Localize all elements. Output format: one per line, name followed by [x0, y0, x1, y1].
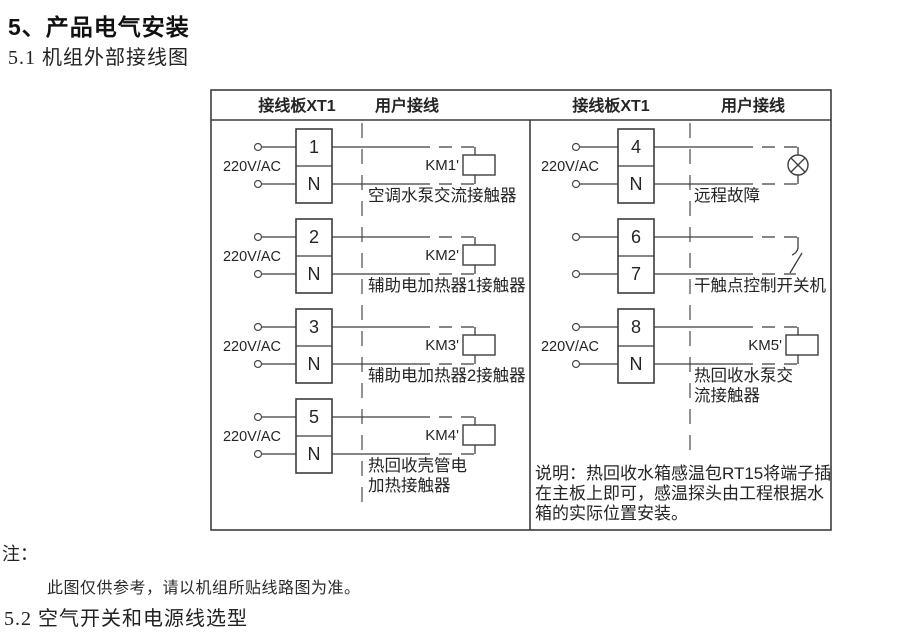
terminal-dot-icon — [253, 142, 263, 152]
diagram-note-line: 在主板上即可，感温探头由工程根据水 — [535, 484, 824, 503]
terminal-dot-icon — [253, 412, 263, 422]
contactor-coil-icon — [462, 147, 496, 184]
terminal-dot-icon — [571, 322, 581, 332]
circuit-caption: 辅助电加热器1接触器 — [368, 276, 526, 295]
circuit-block-3: 220V/AC 3 N KM3' 辅助电加热器2接触器 — [223, 308, 526, 385]
device-label: KM2' — [425, 247, 459, 264]
terminal-number: 2 — [309, 227, 319, 247]
circuit-block-5: 220V/AC 5 N KM4' 热回收壳管电 加热接触器 — [223, 398, 496, 495]
terminal-dot-icon — [253, 179, 263, 189]
voltage-label: 220V/AC — [223, 339, 281, 355]
terminal-number: N — [630, 354, 643, 374]
circuit-block-6-7: 6 7 干触点控制开关机 — [571, 218, 827, 295]
note-text: 此图仅供参考，请以机组所贴线路图为准。 — [47, 580, 361, 597]
circuit-caption: 热回收水泵交 — [694, 366, 793, 385]
wiring-diagram: 接线板XT1 用户接线 接线板XT1 用户接线 220V/AC 1 N KM1'… — [210, 89, 832, 531]
section-5-1-heading: 5.1 机组外部接线图 — [8, 47, 189, 69]
terminal-number: 8 — [631, 317, 641, 337]
terminal-number: 4 — [631, 137, 641, 157]
circuit-caption: 空调水泵交流接触器 — [368, 186, 517, 205]
terminal-dot-icon — [571, 179, 581, 189]
terminal-number: N — [308, 174, 321, 194]
voltage-label: 220V/AC — [223, 429, 281, 445]
voltage-label: 220V/AC — [223, 159, 281, 175]
circuit-caption: 流接触器 — [694, 386, 761, 405]
terminal-dot-icon — [253, 232, 263, 242]
device-label: KM3' — [425, 337, 459, 354]
terminal-dot-icon — [253, 269, 263, 279]
terminal-number: 5 — [309, 407, 319, 427]
right-user-header: 用户接线 — [721, 96, 785, 115]
diagram-border — [210, 89, 832, 531]
terminal-number: N — [308, 264, 321, 284]
terminal-dot-icon — [571, 269, 581, 279]
device-label: KM4' — [425, 427, 459, 444]
left-user-header: 用户接线 — [375, 96, 439, 115]
device-label: KM1' — [425, 157, 459, 174]
section-5-2-heading: 5.2 空气开关和电源线选型 — [4, 608, 248, 630]
circuit-caption: 加热接触器 — [368, 476, 451, 495]
right-terminal-header: 接线板XT1 — [572, 96, 649, 115]
circuit-caption: 干触点控制开关机 — [694, 276, 827, 295]
voltage-label: 220V/AC — [541, 159, 599, 175]
voltage-label: 220V/AC — [541, 339, 599, 355]
contactor-coil-icon — [785, 327, 819, 364]
terminal-dot-icon — [571, 232, 581, 242]
diagram-note: 说明：热回收水箱感温包RT15将端子插 在主板上即可，感温探头由工程根据水 箱的… — [535, 464, 831, 523]
page-title: 5、产品电气安装 — [8, 14, 190, 40]
diagram-note-line: 说明：热回收水箱感温包RT15将端子插 — [535, 464, 831, 483]
terminal-dot-icon — [253, 449, 263, 459]
left-terminal-header: 接线板XT1 — [258, 96, 335, 115]
terminal-number: N — [308, 354, 321, 374]
circuit-block-2: 220V/AC 2 N KM2' 辅助电加热器1接触器 — [223, 218, 526, 295]
terminal-number: 3 — [309, 317, 319, 337]
lamp-icon — [787, 147, 809, 184]
circuit-caption: 辅助电加热器2接触器 — [368, 366, 526, 385]
terminal-dot-icon — [571, 359, 581, 369]
terminal-number: 1 — [309, 137, 319, 157]
circuit-caption: 远程故障 — [694, 186, 760, 205]
terminal-number: N — [630, 174, 643, 194]
terminal-dot-icon — [253, 359, 263, 369]
circuit-caption: 热回收壳管电 — [368, 456, 467, 475]
terminal-dot-icon — [253, 322, 263, 332]
contactor-coil-icon — [462, 327, 496, 364]
voltage-label: 220V/AC — [223, 249, 281, 265]
terminal-number: 6 — [631, 227, 641, 247]
dry-contact-switch-icon — [789, 237, 803, 274]
device-label: KM5' — [748, 337, 782, 354]
terminal-dot-icon — [571, 142, 581, 152]
circuit-block-1: 220V/AC 1 N KM1' 空调水泵交流接触器 — [223, 128, 517, 205]
circuit-block-8: 220V/AC 8 N KM5' 热回收水泵交 流接触器 — [541, 308, 819, 405]
circuit-block-4: 220V/AC 4 N 远程故障 — [541, 128, 809, 205]
diagram-note-line: 箱的实际位置安装。 — [535, 504, 688, 523]
contactor-coil-icon — [462, 237, 496, 274]
terminal-number: N — [308, 444, 321, 464]
contactor-coil-icon — [462, 417, 496, 454]
note-heading: 注： — [2, 544, 38, 564]
terminal-number: 7 — [631, 264, 641, 284]
